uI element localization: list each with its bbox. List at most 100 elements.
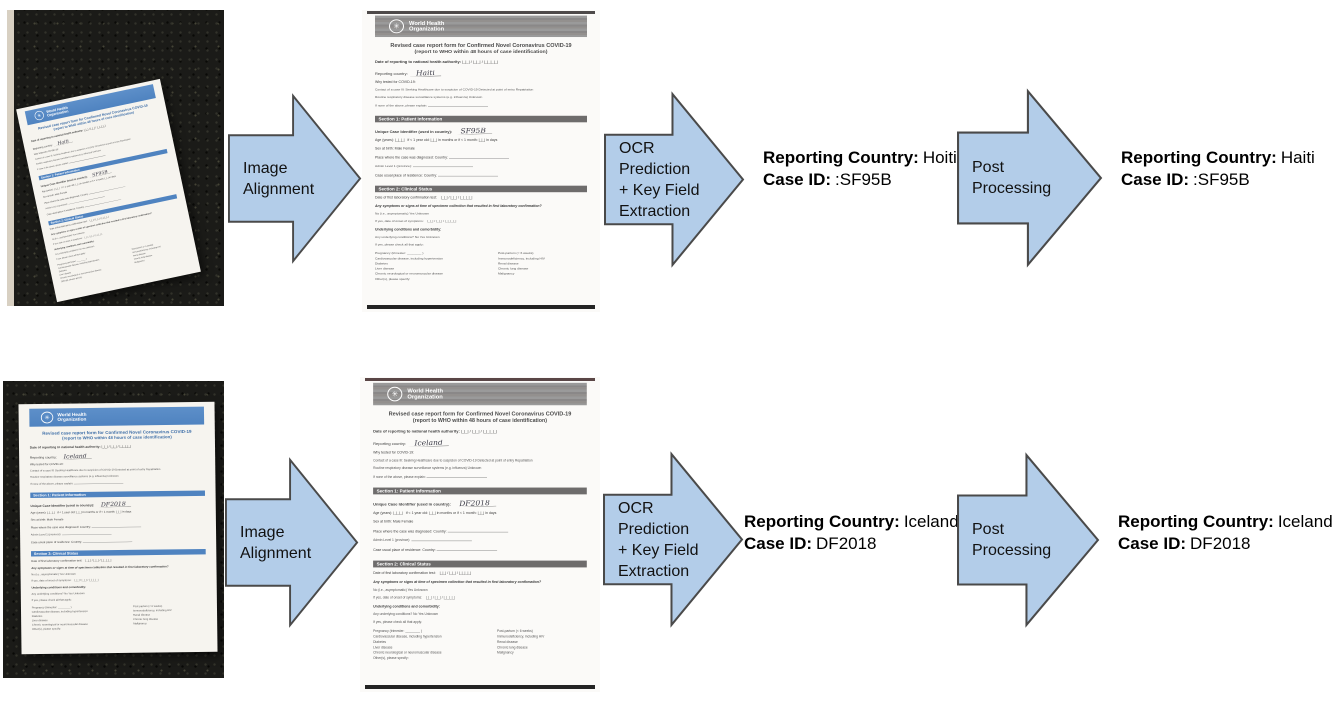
- date-reporting-label: Date of reporting to national health aut…: [375, 59, 461, 65]
- condition-item: Malignancy: [133, 622, 147, 626]
- place-diagnosed-line: Place where the case was diagnosed: Coun…: [373, 528, 587, 534]
- condition-item: Chronic neurological or neuromuscular di…: [375, 272, 443, 276]
- arrow-shape: [228, 93, 362, 264]
- output-line-country: Reporting Country:Iceland: [1118, 511, 1333, 533]
- why-options-2: Routine respiratory disease surveillance…: [373, 466, 482, 471]
- original-photo-row2: ✳ World Health Organization Revised case…: [3, 381, 224, 678]
- output-line-case: Case ID:DF2018: [1118, 533, 1333, 555]
- why-options-2: Routine respiratory disease surveillance…: [375, 95, 483, 100]
- why-options-1: Contact of a case Ill: Seeking Healthcar…: [373, 458, 533, 463]
- age-label: Age (years): |_|_|_|: [30, 511, 55, 515]
- symptoms-onset-label: If yes, date of onset of symptoms:: [373, 596, 423, 600]
- age-line: Age (years): |_|_|_| if < 1 year old: |_…: [373, 511, 587, 516]
- form-subtitle: (report to WHO within 48 hours of case i…: [412, 417, 547, 424]
- section2-bar: Section 2: Clinical Status: [375, 185, 587, 193]
- conditions-left-column: Pregnancy (trimester: ________ ) Cardiov…: [375, 251, 498, 282]
- who-logo-text: World Health Organization: [409, 20, 444, 32]
- arrow-label: OCR Prediction + Key Field Extraction: [619, 138, 699, 222]
- arrow-shape: [603, 451, 744, 628]
- arrow-label-line: Alignment: [243, 180, 315, 198]
- post-processing-arrow-row1: Post Processing: [957, 85, 1103, 271]
- underlying-question: Any underlying conditions? No Yes Unknow…: [373, 612, 439, 617]
- why-options-3-label: If none of the above, please explain:: [30, 482, 74, 486]
- arrow-label-line: + Key Field: [618, 541, 699, 559]
- condition-item: Cardiovascular disease, including hypert…: [373, 635, 442, 639]
- country-value: Haiti: [1280, 148, 1315, 167]
- who-logo-line2: Organization: [409, 26, 445, 32]
- reporting-country-line: Reporting country: Haiti: [375, 70, 587, 77]
- original-photo-row1: ✳ World Health Organization Revised case…: [7, 10, 224, 306]
- who-logo-line1: World Health: [409, 20, 445, 27]
- symptoms-options: No (i.e., asymptomatic) Yes Unknown: [31, 572, 76, 577]
- who-form-header: ✳ World Health Organization: [373, 382, 587, 406]
- place-diagnosed-line: Place where the case was diagnosed: Coun…: [375, 155, 587, 161]
- residence-label: Case usual place of residence: Country:: [375, 174, 438, 178]
- country-value: Hoiti: [922, 148, 957, 167]
- unique-id-label: Unique Case Identifier (used in country)…: [373, 502, 451, 507]
- blank-line: [438, 173, 499, 177]
- country-label: Reporting Country:: [1121, 148, 1277, 167]
- blank-line: [426, 474, 488, 478]
- condition-item: Liver disease: [373, 645, 393, 650]
- blank-line: [412, 163, 473, 168]
- symptoms-question: Any symptoms or signs at time of specime…: [375, 204, 542, 209]
- underlying-question: Any underlying conditions? No Yes Unknow…: [375, 235, 440, 239]
- date-reporting-label: Date of reporting to national health aut…: [29, 444, 101, 450]
- conditions-columns: Pregnancy (trimester: ________ ) Cardiov…: [32, 604, 207, 632]
- unique-id-label: Unique Case Identifier (used in country)…: [30, 503, 95, 508]
- case-label: Case ID:: [744, 534, 813, 553]
- condition-item: Diabetes: [373, 640, 387, 644]
- age-label: Age (years): |_|_|_|: [375, 138, 405, 142]
- arrow-label-line: Processing: [972, 180, 1052, 197]
- unique-id-label: Unique Case Identifier (used in country)…: [375, 129, 453, 134]
- arrow-label-line: Prediction: [618, 520, 690, 538]
- symptoms-onset-line: If yes, date of onset of symptoms: |_|_|…: [375, 219, 587, 224]
- symptoms-onset-label: If yes, date of onset of symptoms:: [31, 579, 72, 583]
- symptoms-onset-line: If yes, date of onset of symptoms: |_|_|…: [373, 596, 587, 601]
- sex-line: Sex at birth: Male Female: [375, 147, 415, 151]
- scan-artifact-band: [366, 305, 596, 309]
- who-logo-line2: Organization: [407, 394, 443, 400]
- why-options-3: If none of the above, please explain:: [373, 474, 587, 480]
- arrow-label: Image Alignment: [240, 522, 311, 564]
- blank-line: [73, 480, 124, 485]
- arrow-label: OCR Prediction + Key Field Extraction: [618, 498, 698, 582]
- conditions-left-column: Pregnancy (trimester: ________ ) Cardiov…: [32, 604, 134, 631]
- blank-line: [82, 538, 133, 543]
- reporting-country-line: Reporting country: Iceland: [373, 439, 587, 447]
- blank-line: [448, 155, 509, 159]
- reporting-country-label: Reporting country:: [375, 71, 408, 77]
- image-alignment-arrow-row2: Image Alignment: [225, 454, 359, 631]
- arrow-label: Post Processing: [972, 519, 1051, 561]
- case-value: :SF95B: [1193, 170, 1250, 189]
- condition-item: Immunodeficiency, including HIV: [497, 256, 545, 261]
- age-line: Age (years): |_|_|_| if < 1 year old: |_…: [31, 509, 206, 515]
- why-tested-label: Why tested for COVID-19:: [375, 80, 416, 85]
- country-value: Iceland: [903, 512, 959, 531]
- output-line-country: Reporting Country:Hoiti: [763, 147, 957, 169]
- case-value: :SF95B: [835, 170, 892, 189]
- arrow-label-line: Post: [972, 521, 1005, 538]
- conditions-columns: Pregnancy (trimester: ________ ) Cardiov…: [375, 251, 587, 282]
- case-label: Case ID:: [1118, 534, 1187, 553]
- arrow-shape: [957, 88, 1103, 268]
- residence-label: Case usual place of residence: Country:: [373, 548, 436, 552]
- condition-item: Renal disease: [497, 262, 519, 266]
- lab-confirm-line: Date of first laboratory confirmation te…: [373, 571, 587, 576]
- country-label: Reporting Country:: [763, 148, 919, 167]
- conditions-right-column: Post-partum (< 6 weeks) Immunodeficiency…: [498, 251, 587, 282]
- post-processing-arrow-row2: Post Processing: [957, 449, 1100, 631]
- condition-item: Immunodeficiency, including HIV: [497, 635, 545, 639]
- output-line-case: Case ID:DF2018: [744, 533, 959, 555]
- arrow-label-line: Prediction: [619, 160, 691, 178]
- date-boxes: |_|_| / |_|_| / |_|_|_|_|: [101, 444, 132, 449]
- age-label: Age (years): |_|_|_|: [373, 511, 403, 515]
- place-diagnosed-label: Place where the case was diagnosed: Coun…: [30, 525, 91, 530]
- arrow-label-line: Extraction: [619, 202, 691, 220]
- age-note: if < 1 year old: |_|_| in months or if <…: [57, 510, 132, 515]
- final-output-row2: Reporting Country:Iceland Case ID:DF2018: [1118, 511, 1333, 555]
- condition-item: Diabetes: [375, 262, 388, 266]
- arrow-label-line: Image: [240, 523, 285, 541]
- why-options-3-label: If none of the above, please explain:: [375, 104, 428, 108]
- why-options-2: Routine respiratory disease surveillance…: [30, 474, 119, 479]
